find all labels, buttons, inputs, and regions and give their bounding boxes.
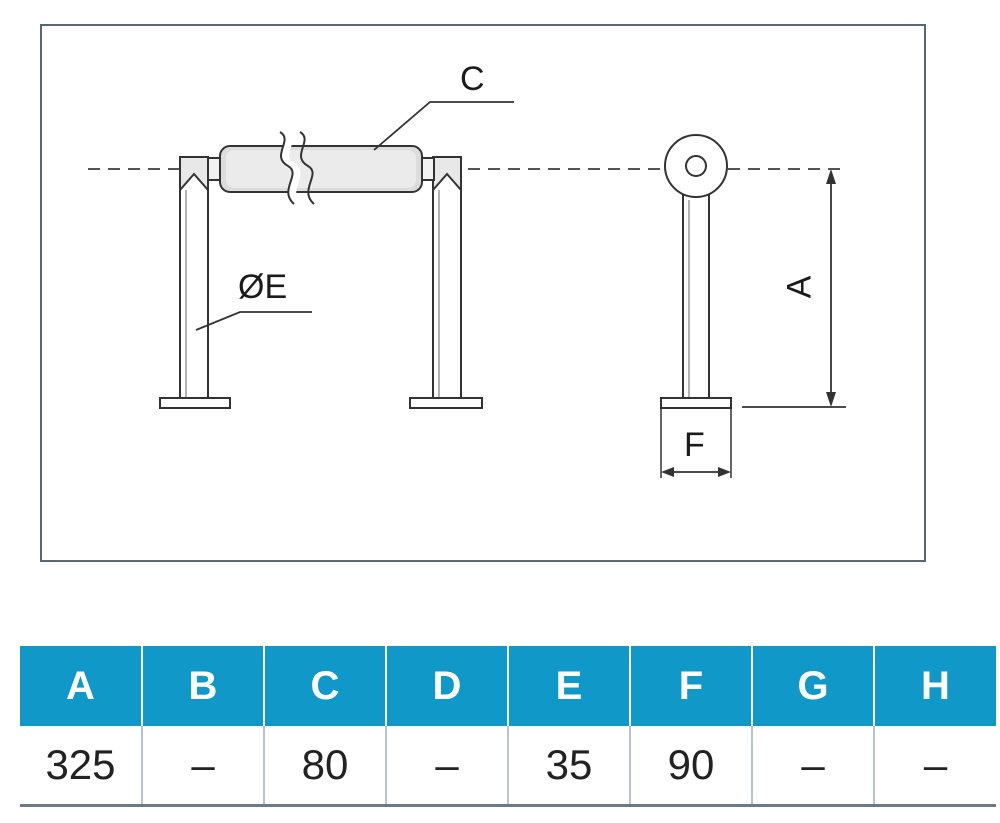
- value-e: 35: [507, 726, 630, 807]
- label-f: F: [684, 426, 705, 464]
- leader-c: [373, 101, 514, 151]
- dimension-a: [742, 169, 846, 408]
- spec-value-row: 325 – 80 – 35 90 – –: [20, 726, 996, 807]
- header-h: H: [873, 646, 996, 726]
- spec-header-row: A B C D E F G H: [20, 646, 996, 726]
- header-a: A: [20, 646, 142, 726]
- value-a: 325: [20, 726, 142, 807]
- roller: [207, 128, 435, 208]
- header-g: G: [751, 646, 874, 726]
- header-b: B: [141, 646, 264, 726]
- side-view: [660, 134, 732, 478]
- dimension-f: [661, 467, 731, 477]
- value-g: –: [751, 726, 874, 807]
- header-d: D: [385, 646, 508, 726]
- label-a: A: [780, 275, 819, 299]
- technical-drawing: [88, 101, 848, 478]
- leader-e: [195, 311, 312, 331]
- header-c: C: [263, 646, 386, 726]
- header-f: F: [629, 646, 752, 726]
- header-e: E: [507, 646, 630, 726]
- value-d: –: [385, 726, 508, 807]
- value-b: –: [141, 726, 264, 807]
- left-support: [159, 156, 231, 409]
- value-c: 80: [263, 726, 386, 807]
- label-c: C: [460, 60, 485, 98]
- right-support: [409, 156, 483, 409]
- value-h: –: [873, 726, 996, 807]
- spec-table: A B C D E F G H 325 – 80 – 35 90 – –: [20, 646, 996, 807]
- value-f: 90: [629, 726, 752, 807]
- label-diameter-e: ØE: [238, 268, 288, 306]
